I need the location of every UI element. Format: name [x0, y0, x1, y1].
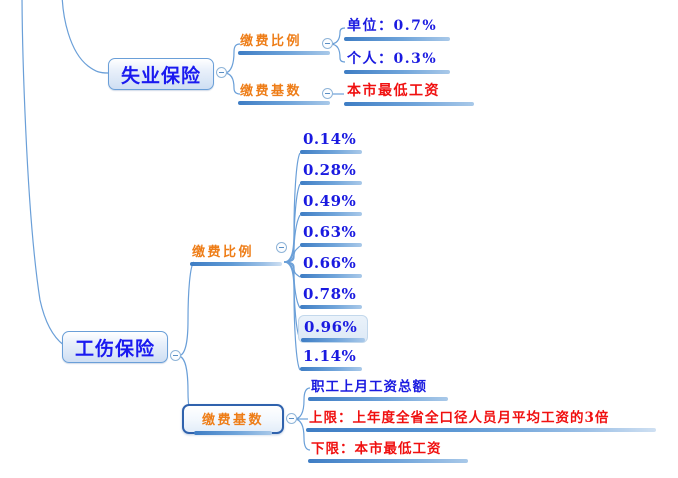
subtopic-injury-rate[interactable]: 缴费比例 [190, 241, 282, 266]
leaf-label: 0.78% [303, 285, 357, 303]
subtopic-underline [238, 101, 330, 105]
leaf-underline [344, 37, 450, 41]
subtopic-underline [194, 431, 272, 435]
leaf-item[interactable]: 0.66% [300, 254, 362, 278]
leaf-item[interactable]: 下限：本市最低工资 [308, 437, 468, 463]
leaf-item[interactable]: 1.14% [300, 347, 362, 371]
minus-circle-icon-unemployment-rate[interactable] [322, 38, 333, 49]
leaf-item[interactable]: 0.28% [300, 161, 362, 185]
leaf-underline [300, 150, 362, 154]
leaf-underline [300, 181, 362, 185]
leaf-underline [300, 305, 362, 309]
minus-circle-icon-injury-base[interactable] [286, 413, 297, 424]
leaf-label: 下限：本市最低工资 [311, 441, 442, 457]
leaf-label: 单位：0.7% [347, 18, 438, 34]
leaf-item[interactable]: 0.78% [300, 285, 362, 309]
topic-unemployment-insurance[interactable]: 失业保险 [108, 58, 214, 90]
leaf-label: 0.28% [303, 161, 357, 179]
leaf-label: 1.14% [303, 347, 357, 365]
leaf-underline [300, 212, 362, 216]
subtopic-label: 缴费基数 [240, 84, 303, 99]
subtopic-underline [190, 262, 282, 266]
leaf-underline [308, 459, 468, 463]
leaf-item[interactable]: 本市最低工资 [344, 80, 474, 106]
leaf-item[interactable]: 0.63% [300, 223, 362, 247]
leaf-label: 0.66% [303, 254, 357, 272]
leaf-item[interactable]: 个人：0.3% [344, 48, 450, 74]
minus-circle-icon-injury[interactable] [170, 350, 181, 361]
topic-work-injury-insurance[interactable]: 工伤保险 [62, 331, 168, 363]
subtopic-unemployment-rate[interactable]: 缴费比例 [238, 30, 330, 55]
leaf-item[interactable]: 0.14% [300, 130, 362, 154]
leaf-label: 职工上月工资总额 [311, 379, 427, 395]
subtopic-underline [238, 51, 330, 55]
subtopic-label: 缴费基数 [201, 413, 264, 428]
leaf-underline [308, 397, 448, 401]
leaf-label: 0.49% [303, 192, 357, 210]
leaf-item[interactable]: 上限：上年度全省全口径人员月平均工资的3倍 [306, 406, 656, 432]
leaf-underline [300, 367, 362, 371]
leaf-item[interactable]: 0.49% [300, 192, 362, 216]
leaf-label: 0.14% [303, 130, 357, 148]
leaf-underline [344, 102, 474, 106]
subtopic-injury-base-selected[interactable]: 缴费基数 [182, 404, 284, 435]
leaf-underline [300, 243, 362, 247]
subtopic-label: 缴费比例 [192, 245, 255, 260]
leaf-underline [300, 274, 362, 278]
minus-circle-icon-injury-rate[interactable] [276, 242, 287, 253]
subtopic-unemployment-base[interactable]: 缴费基数 [238, 80, 330, 105]
topic-label: 失业保险 [120, 64, 201, 87]
leaf-item[interactable]: 职工上月工资总额 [308, 375, 448, 401]
leaf-label: 个人：0.3% [347, 51, 438, 67]
leaf-label: 本市最低工资 [347, 83, 440, 99]
leaf-underline [344, 70, 450, 74]
leaf-item-highlighted[interactable]: 0.96% [298, 315, 368, 343]
minus-circle-icon-unemployment-base[interactable] [322, 88, 333, 99]
leaf-underline [306, 428, 656, 432]
topic-label: 工伤保险 [74, 337, 155, 360]
leaf-item[interactable]: 单位：0.7% [344, 15, 450, 41]
minus-circle-icon-unemployment[interactable] [216, 67, 227, 78]
leaf-label: 0.96% [304, 318, 358, 336]
leaf-label: 0.63% [303, 223, 357, 241]
subtopic-label: 缴费比例 [240, 34, 303, 49]
leaf-underline [301, 338, 365, 342]
leaf-label: 上限：上年度全省全口径人员月平均工资的3倍 [309, 410, 610, 426]
